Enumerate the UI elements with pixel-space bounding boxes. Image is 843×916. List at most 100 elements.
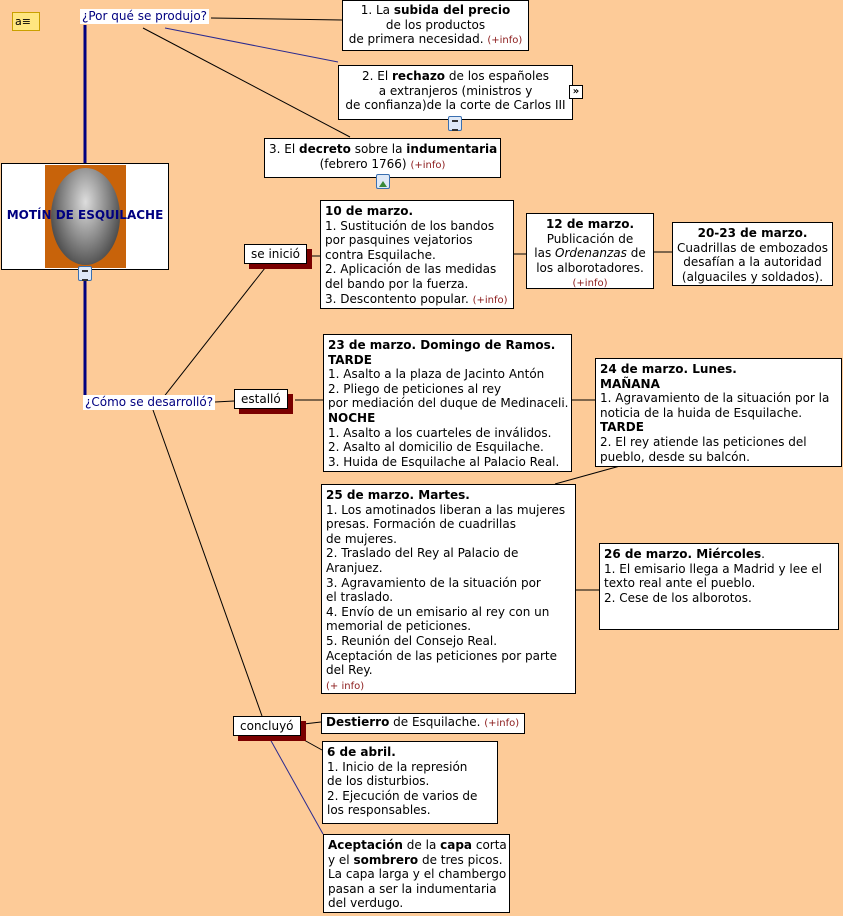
annotation-icon[interactable]: a≡ <box>12 12 40 31</box>
text: Aranjuez. <box>326 560 383 575</box>
expand-arrow-icon[interactable]: » <box>569 85 583 99</box>
node-text-line: 2. El rechazo de los españoles <box>343 69 568 84</box>
node-text-line: los responsables. <box>327 803 493 818</box>
text: de los productos <box>385 17 486 32</box>
node-text-line: 24 de marzo. Lunes. <box>600 362 837 377</box>
line-how-exploded <box>214 400 235 403</box>
node-march-25[interactable]: 25 de marzo. Martes.1. Los amotinados li… <box>321 484 576 694</box>
text: 1. La <box>360 3 394 17</box>
line-how-started <box>154 267 266 409</box>
node-text-line: TARDE <box>600 420 837 435</box>
text: de los españoles <box>445 69 549 83</box>
node-text-line: 2. Asalto al domicilio de Esquilache. <box>328 440 567 455</box>
node-text-line: memorial de peticiones. <box>326 619 571 634</box>
node-cause-decree[interactable]: 3. El decreto sobre la indumentaria(febr… <box>264 138 501 178</box>
image-icon[interactable] <box>376 174 390 189</box>
text: 3. Huida de Esquilache al Palacio Real. <box>328 454 560 469</box>
node-text-line: de mujeres. <box>326 532 571 547</box>
node-text-line: 20-23 de marzo. <box>677 226 828 241</box>
text: 3. Descontento popular. <box>325 291 473 306</box>
node-text-line: Aceptación de la capa corta <box>328 838 507 853</box>
node-text-line: de los disturbios. <box>327 774 493 789</box>
node-text-line: 3. Agravamiento de la situación por <box>326 576 571 591</box>
text: de Esquilache. <box>389 715 485 729</box>
node-text-line: 3. Descontento popular. (+info) <box>325 292 509 309</box>
info-link[interactable]: (+info) <box>487 35 523 47</box>
text: (febrero 1766) <box>319 156 411 171</box>
info-link[interactable]: (+info) <box>472 294 508 306</box>
node-text-line: 1. Asalto a la plaza de Jacinto Antón <box>328 367 567 382</box>
bold-text: subida del precio <box>393 3 511 17</box>
node-text-line: texto real ante el pueblo. <box>604 576 834 591</box>
node-text-line: 25 de marzo. Martes. <box>326 488 571 503</box>
document-icon[interactable] <box>78 266 92 281</box>
node-text-line: 12 de marzo. <box>531 217 649 232</box>
text: . <box>761 547 765 561</box>
text: 3. Agravamiento de la situación por <box>326 575 541 590</box>
bold-text: Aceptación <box>328 838 403 852</box>
node-text-line: pasan a ser la indumentaria <box>328 882 505 897</box>
text: desafían a la autoridad <box>683 255 822 270</box>
node-text-line: por mediación del duque de Medinaceli. <box>328 396 569 411</box>
link-started[interactable]: se inició <box>244 244 307 264</box>
line-why-cause2 <box>164 27 339 63</box>
info-link[interactable]: (+ info) <box>326 680 365 692</box>
node-text-line: del Rey. <box>326 663 571 678</box>
text: el traslado. <box>326 590 394 605</box>
line-concluded-apr6 <box>294 734 323 751</box>
node-text-line: presas. Formación de cuadrillas <box>326 517 571 532</box>
question-how[interactable]: ¿Cómo se desarrolló? <box>83 395 216 410</box>
line-why-cause1 <box>210 17 343 21</box>
text: texto real ante el pueblo. <box>604 576 756 591</box>
node-march-26[interactable]: 26 de marzo. Miércoles.1. El emisario ll… <box>599 543 839 630</box>
info-link[interactable]: (+info) <box>410 159 446 171</box>
text: de tres picos. <box>418 852 503 867</box>
link-concluded[interactable]: concluyó <box>233 716 301 736</box>
bold-text: capa <box>440 838 473 852</box>
node-exile[interactable]: Destierro de Esquilache. (+info) <box>321 713 525 734</box>
question-why[interactable]: ¿Por qué se produjo? <box>80 9 210 24</box>
node-text-line: de confianza)de la corte de Carlos III <box>343 98 568 113</box>
bold-text: MAÑANA <box>600 376 660 391</box>
text: Cuadrillas de embozados <box>677 240 829 255</box>
node-text-line: noticia de la huida de Esquilache. <box>600 406 837 421</box>
text: 4. Envío de un emisario al rey con un <box>326 604 550 619</box>
bold-text: TARDE <box>600 420 644 435</box>
node-text-line: 3. El decreto sobre la indumentaria <box>269 142 497 157</box>
text: 2. Traslado del Rey al Palacio de <box>326 546 519 561</box>
info-link[interactable]: (+info) <box>484 718 520 729</box>
node-text-line: 1. Asalto a los cuarteles de inválidos. <box>328 426 567 441</box>
italic-text: Ordenanzas <box>555 246 627 261</box>
text: de los disturbios. <box>327 774 430 789</box>
text: 1. El emisario llega a Madrid y lee el <box>604 561 823 576</box>
node-text-line: del bando por la fuerza. <box>325 277 509 292</box>
node-march-10[interactable]: 10 de marzo.1. Sustitución de los bandos… <box>320 200 514 309</box>
node-text-line: del verdugo. <box>328 896 505 911</box>
node-text-line: NOCHE <box>328 411 567 426</box>
node-text-line: a extranjeros (ministros y <box>343 84 568 99</box>
node-text-line: 1. La subida del precio <box>347 3 524 18</box>
text: del Rey. <box>326 663 373 678</box>
line-concluded-cape <box>269 738 324 835</box>
text: de <box>626 246 646 261</box>
node-text-line: de los productos <box>347 18 524 33</box>
node-text-line: TARDE <box>328 353 567 368</box>
text: los responsables. <box>327 803 431 818</box>
document-icon[interactable] <box>448 116 462 131</box>
node-text-line: 2. Pliego de peticiones al rey <box>328 382 567 397</box>
bold-text: NOCHE <box>328 410 376 425</box>
text: y el <box>328 852 354 867</box>
main-concept[interactable]: MOTÍN DE ESQUILACHE <box>1 163 169 270</box>
info-link[interactable]: (+info) <box>572 278 608 290</box>
node-text-line: (+info) <box>531 275 649 292</box>
link-exploded[interactable]: estalló <box>234 389 288 409</box>
